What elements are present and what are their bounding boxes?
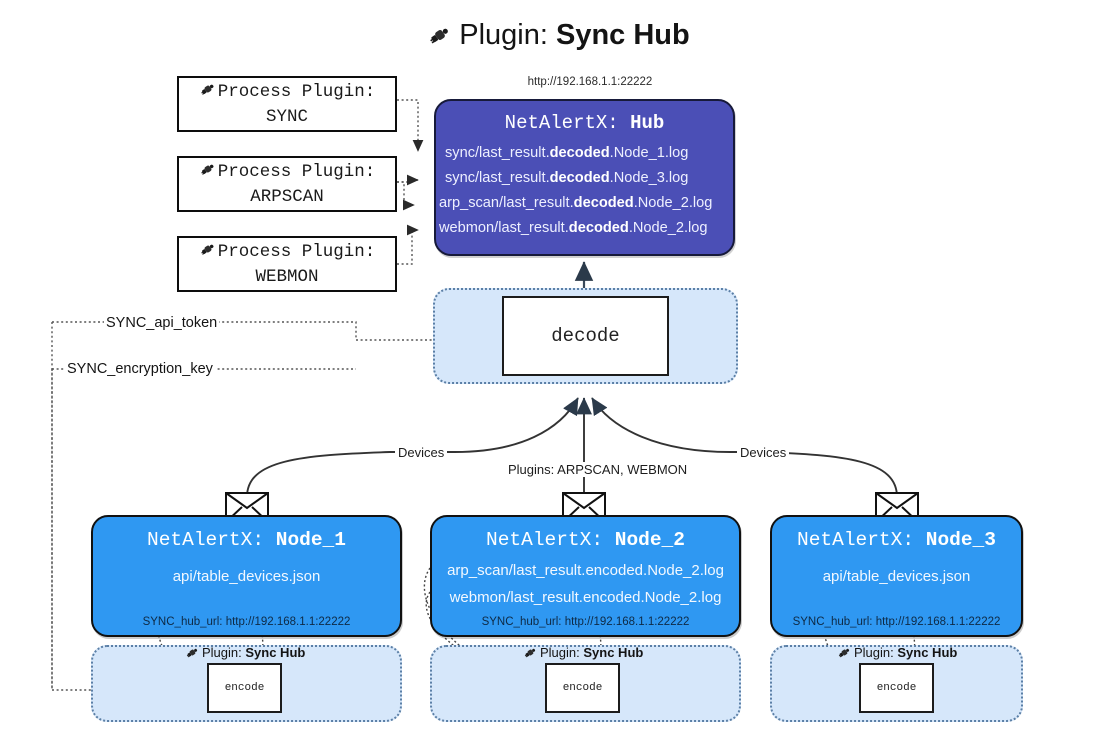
encode-zone-caption-prefix: Plugin: [854,645,898,660]
node-card-node-1[interactable]: NetAlertX: Node_1 api/table_devices.json… [91,515,402,637]
hub-log-post: .Node_2.log [633,195,713,211]
plug-icon [837,645,852,663]
encode-zone-caption-prefix: Plugin: [202,645,246,660]
hub-card[interactable]: NetAlertX: Hub sync/last_result.decoded.… [434,99,735,256]
edge-label-devices-left: Devices [395,445,448,460]
process-plugin-sync[interactable]: Process Plugin: SYNC [177,76,397,132]
node-name-strong: Node_3 [925,529,996,551]
process-plugin-webmon[interactable]: Process Plugin: WEBMON [177,236,397,292]
hub-url-label: http://192.168.1.1:22222 [527,76,653,88]
node-card-node-2[interactable]: NetAlertX: Node_2 arp_scan/last_result.e… [430,515,741,637]
process-plugin-label: Process Plugin: [217,162,376,182]
hub-log-row: sync/last_result.decoded.Node_3.log [436,166,733,191]
hub-log-strong: decoded [549,170,610,186]
decode-box[interactable]: decode [502,296,669,376]
plug-icon [199,160,217,185]
node-name-prefix: NetAlertX: [147,529,276,551]
hub-log-list: sync/last_result.decoded.Node_1.log sync… [436,141,733,241]
process-plugin-sync-line1: Process Plugin: [199,80,376,105]
plug-icon [199,80,217,105]
hub-log-pre: webmon/last_result. [439,220,569,236]
node-title: NetAlertX: Node_3 [772,529,1021,551]
node-name-strong: Node_2 [614,529,685,551]
hub-name-prefix: NetAlertX: [504,112,631,134]
setting-api-token: SYNC_api_token [104,315,220,331]
edge-label-devices-right: Devices [737,445,790,460]
hub-log-post: .Node_1.log [609,145,689,161]
encode-zone-caption-prefix: Plugin: [540,645,584,660]
hub-title: NetAlertX: Hub [436,112,733,134]
node-name-prefix: NetAlertX: [486,529,615,551]
encode-zone-caption-node-3: Plugin: Sync Hub [837,645,957,663]
node-card-node-3[interactable]: NetAlertX: Node_3 api/table_devices.json… [770,515,1023,637]
node-footer: SYNC_hub_url: http://192.168.1.1:22222 [481,616,690,628]
setting-encryption-key: SYNC_encryption_key [65,361,215,377]
page-title-prefix: Plugin: [459,19,556,51]
node-line: api/table_devices.json [822,568,971,585]
encode-box-node-1[interactable]: encode [207,663,282,713]
process-plugin-webmon-line1: Process Plugin: [199,240,376,265]
hub-log-row: arp_scan/last_result.decoded.Node_2.log [436,191,733,216]
process-plugin-label: Process Plugin: [217,242,376,262]
node-line: arp_scan/last_result.encoded.Node_2.log [447,562,724,579]
node-line: api/table_devices.json [172,568,321,585]
process-plugin-arpscan[interactable]: Process Plugin: ARPSCAN [177,156,397,212]
encode-zone-caption-strong: Sync Hub [583,645,644,660]
encode-label: encode [224,682,265,694]
decode-label: decode [551,325,620,347]
hub-log-row: webmon/last_result.decoded.Node_2.log [436,216,733,241]
encode-box-node-2[interactable]: encode [545,663,620,713]
process-plugin-webmon-name: WEBMON [255,266,319,287]
process-plugin-label: Process Plugin: [217,82,376,102]
hub-log-post: .Node_3.log [609,170,689,186]
plug-icon [427,22,453,56]
hub-log-strong: decoded [573,195,634,211]
encode-box-node-3[interactable]: encode [859,663,934,713]
node-footer: SYNC_hub_url: http://192.168.1.1:22222 [792,616,1001,628]
page-title: Plugin: Sync Hub [0,18,1117,56]
encode-zone-caption-strong: Sync Hub [245,645,306,660]
process-plugin-sync-name: SYNC [265,106,308,127]
edge-label-plugins-center: Plugins: ARPSCAN, WEBMON [505,462,691,477]
encode-zone-caption-node-1: Plugin: Sync Hub [185,645,305,663]
plug-icon [199,240,217,265]
encode-label: encode [876,682,917,694]
hub-name-strong: Hub [630,112,665,134]
encode-zone-caption-strong: Sync Hub [897,645,958,660]
plug-icon [185,645,200,663]
hub-log-row: sync/last_result.decoded.Node_1.log [436,141,733,166]
node-line: webmon/last_result.encoded.Node_2.log [449,589,722,606]
node-title: NetAlertX: Node_2 [432,529,739,551]
node-name-prefix: NetAlertX: [797,529,926,551]
hub-log-strong: decoded [568,220,629,236]
process-plugin-arpscan-name: ARPSCAN [250,186,324,207]
process-plugin-arpscan-line1: Process Plugin: [199,160,376,185]
node-title: NetAlertX: Node_1 [93,529,400,551]
node-name-strong: Node_1 [275,529,346,551]
node-footer: SYNC_hub_url: http://192.168.1.1:22222 [142,616,351,628]
encode-zone-caption-node-2: Plugin: Sync Hub [523,645,643,663]
hub-log-post: .Node_2.log [628,220,708,236]
plug-icon [523,645,538,663]
encode-label: encode [562,682,603,694]
hub-log-pre: sync/last_result. [445,145,550,161]
hub-log-pre: sync/last_result. [445,170,550,186]
hub-log-strong: decoded [549,145,610,161]
page-title-strong: Sync Hub [555,19,690,51]
hub-log-pre: arp_scan/last_result. [439,195,574,211]
